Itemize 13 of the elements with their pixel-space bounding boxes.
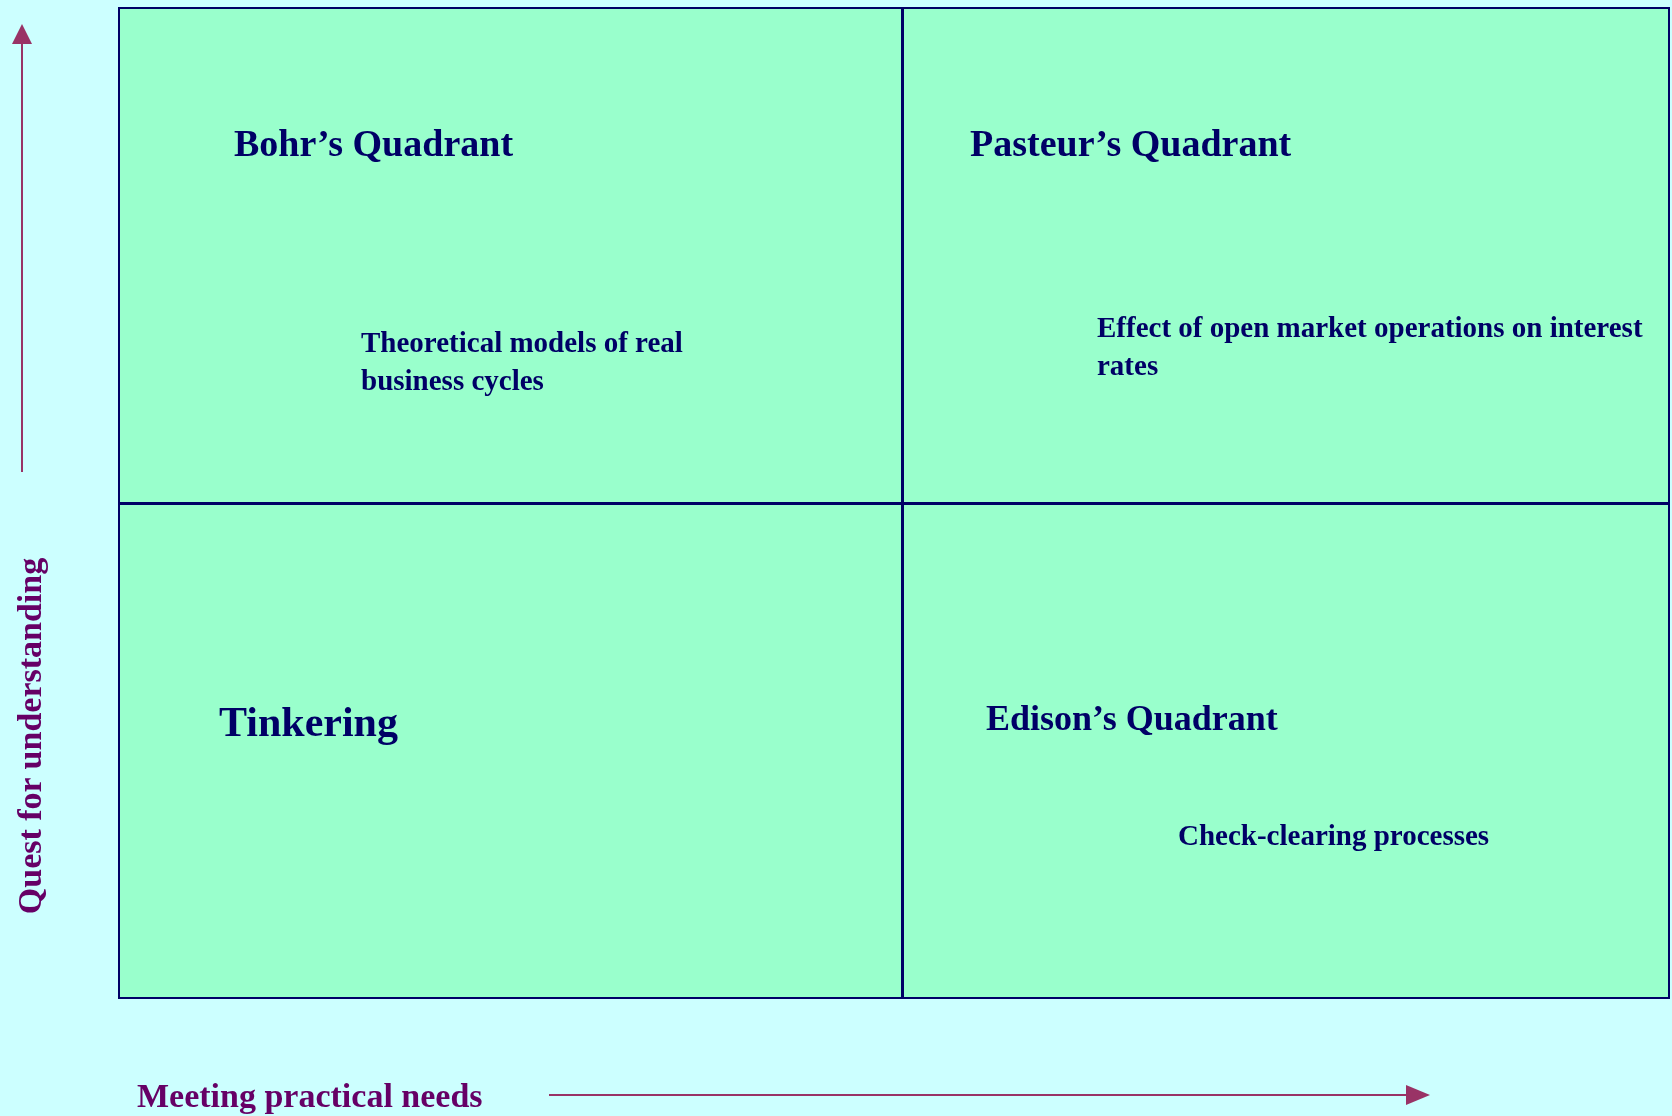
quadrant-box bbox=[118, 503, 903, 999]
axis-label: Meeting practical needs bbox=[137, 1077, 483, 1115]
quadrant-box bbox=[902, 503, 1670, 999]
axis-label: Quest for understanding bbox=[11, 557, 49, 915]
quadrant-box bbox=[118, 7, 903, 504]
quadrant-example: Effect of open market operations on interest rates bbox=[1097, 310, 1644, 383]
quadrant-example: Check-clearing processes bbox=[1178, 818, 1491, 853]
quadrant-title: Pasteur’s Quadrant bbox=[970, 121, 1292, 166]
quadrant-title: Bohr’s Quadrant bbox=[234, 121, 514, 166]
quadrant-title: Edison’s Quadrant bbox=[986, 697, 1278, 740]
quadrant-example: Theoretical models of real business cycles bbox=[361, 325, 684, 398]
quadrant-box bbox=[902, 7, 1670, 504]
quadrant-title: Tinkering bbox=[219, 698, 398, 747]
